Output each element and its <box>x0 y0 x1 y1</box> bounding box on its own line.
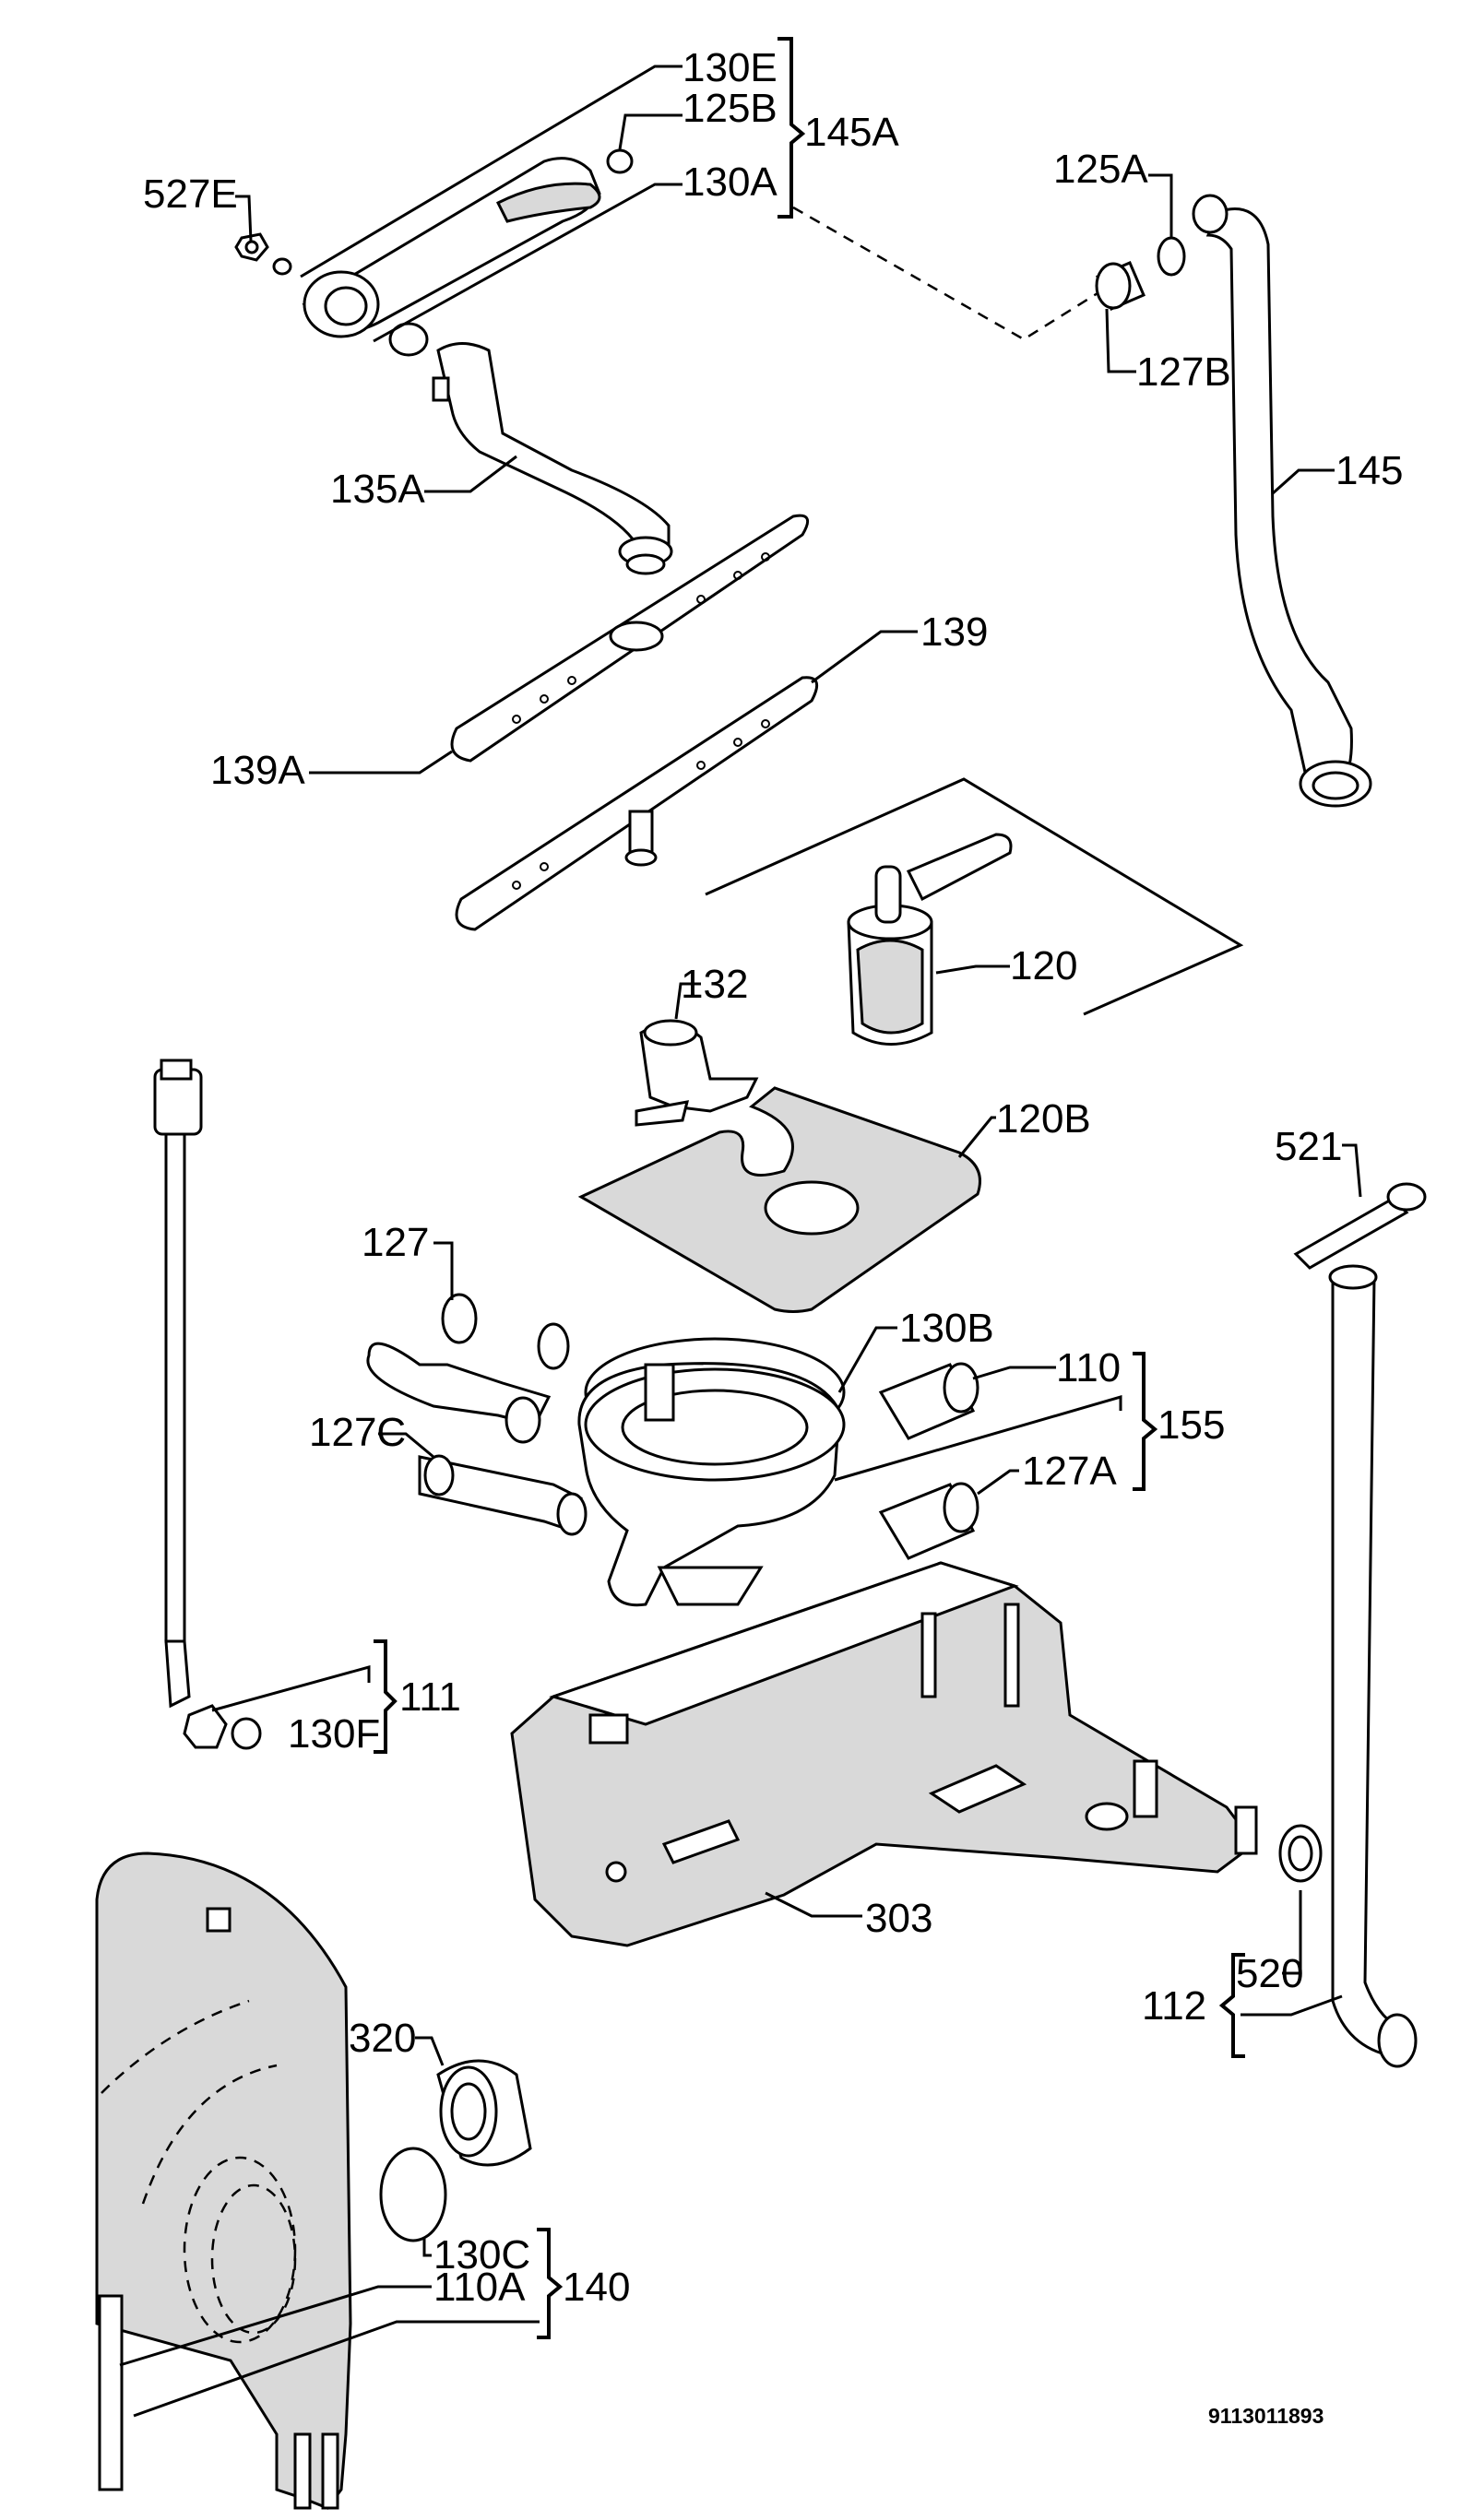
label-130e: 130E <box>683 45 778 90</box>
label-125a: 125A <box>1053 147 1148 192</box>
label-132: 132 <box>681 962 748 1007</box>
spray-pipe-135a <box>432 342 673 575</box>
filter-bracket-outline <box>705 777 1244 1016</box>
connector-127a <box>878 1482 979 1560</box>
leader-lines <box>119 65 1362 2418</box>
label-110a: 110A <box>433 2265 526 2310</box>
nut-527e <box>234 232 269 262</box>
label-139a: 139A <box>210 748 305 793</box>
seal-125b <box>606 148 634 174</box>
upper-spray-tube-130e <box>302 157 601 338</box>
bellows-320 <box>436 2059 532 2167</box>
seal-520 <box>1278 1824 1323 1883</box>
seal-125a <box>1157 236 1186 277</box>
seal-130a <box>388 322 429 357</box>
hose-127c <box>418 1454 588 1536</box>
label-120b: 120B <box>996 1096 1091 1142</box>
label-521: 521 <box>1275 1124 1342 1169</box>
seal-130f <box>231 1717 262 1750</box>
label-120: 120 <box>1010 943 1077 988</box>
side-panel-140 <box>95 1852 352 2510</box>
label-130a: 130A <box>683 160 778 205</box>
hose-145 <box>1192 194 1372 808</box>
label-139: 139 <box>920 609 988 655</box>
connector-127b <box>1095 261 1146 311</box>
label-130f: 130F <box>288 1711 380 1757</box>
label-127a: 127A <box>1022 1449 1117 1494</box>
braces <box>374 37 1245 2339</box>
label-127: 127 <box>362 1220 429 1265</box>
reference-number: 9113011893 <box>1208 2404 1324 2428</box>
washer-527e <box>272 257 292 276</box>
sump-assembly <box>577 1362 846 1607</box>
base-303 <box>510 1561 1258 1947</box>
label-125b: 125B <box>683 86 778 131</box>
label-112: 112 <box>1142 1983 1206 2029</box>
connector-110 <box>878 1362 979 1440</box>
label-140: 140 <box>563 2265 630 2310</box>
inlet-hose-111 <box>153 1059 228 1749</box>
part-132 <box>635 1019 759 1127</box>
label-320: 320 <box>349 2016 416 2061</box>
drain-hose-112 <box>1328 1264 1418 2068</box>
label-527e: 527E <box>143 172 238 217</box>
label-111: 111 <box>399 1674 461 1720</box>
label-130b: 130B <box>899 1306 994 1351</box>
seal-130c <box>379 2147 447 2242</box>
spray-arm-139 <box>455 676 819 931</box>
label-130c: 130C <box>433 2232 530 2277</box>
label-303: 303 <box>865 1896 932 1941</box>
spray-arm-139a <box>450 514 810 763</box>
label-520: 520 <box>1236 1951 1303 1996</box>
label-155: 155 <box>1157 1402 1225 1448</box>
label-135a: 135A <box>330 467 425 512</box>
label-145a: 145A <box>804 110 899 155</box>
label-110: 110 <box>1056 1345 1121 1390</box>
hose-127 <box>366 1293 570 1444</box>
label-127c: 127C <box>309 1410 406 1455</box>
dashed-connection-line <box>792 206 1098 341</box>
tie-521 <box>1293 1182 1427 1270</box>
filter-120 <box>847 833 1013 1046</box>
label-145: 145 <box>1335 448 1403 493</box>
label-127b: 127B <box>1136 349 1231 395</box>
filter-plate-120b <box>577 1086 981 1313</box>
